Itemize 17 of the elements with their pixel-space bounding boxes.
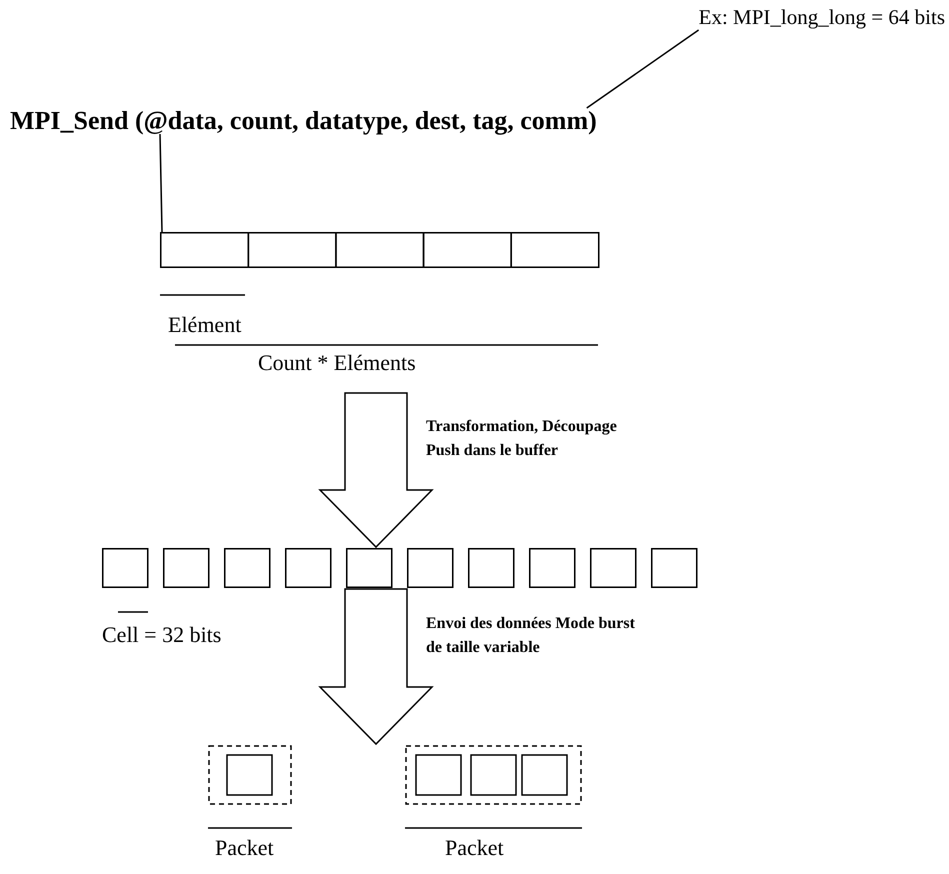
example-note: Ex: MPI_long_long = 64 bits xyxy=(698,4,945,30)
block-arrow xyxy=(318,392,434,548)
edge-label: Envoi des données Mode burst de taille variable xyxy=(426,614,636,658)
packet-box xyxy=(405,745,582,805)
dimension-label: Count * Eléments xyxy=(258,350,416,376)
dimension-label: Packet xyxy=(215,835,274,861)
dimension-label: Packet xyxy=(445,835,504,861)
leader-line xyxy=(159,134,163,232)
cell-buffer xyxy=(102,548,698,588)
edge-label: Transformation, Découpage Push dans le buffer xyxy=(426,417,618,462)
dimension-label: Cell = 32 bits xyxy=(102,622,222,648)
element-array xyxy=(160,232,598,268)
dimension-label: Elément xyxy=(168,312,242,338)
function-signature: MPI_Send (@data, count, datatype, dest, tag, comm) xyxy=(10,108,597,134)
block-arrow xyxy=(318,588,434,746)
leader-line xyxy=(586,29,700,109)
packet-box xyxy=(208,745,292,805)
